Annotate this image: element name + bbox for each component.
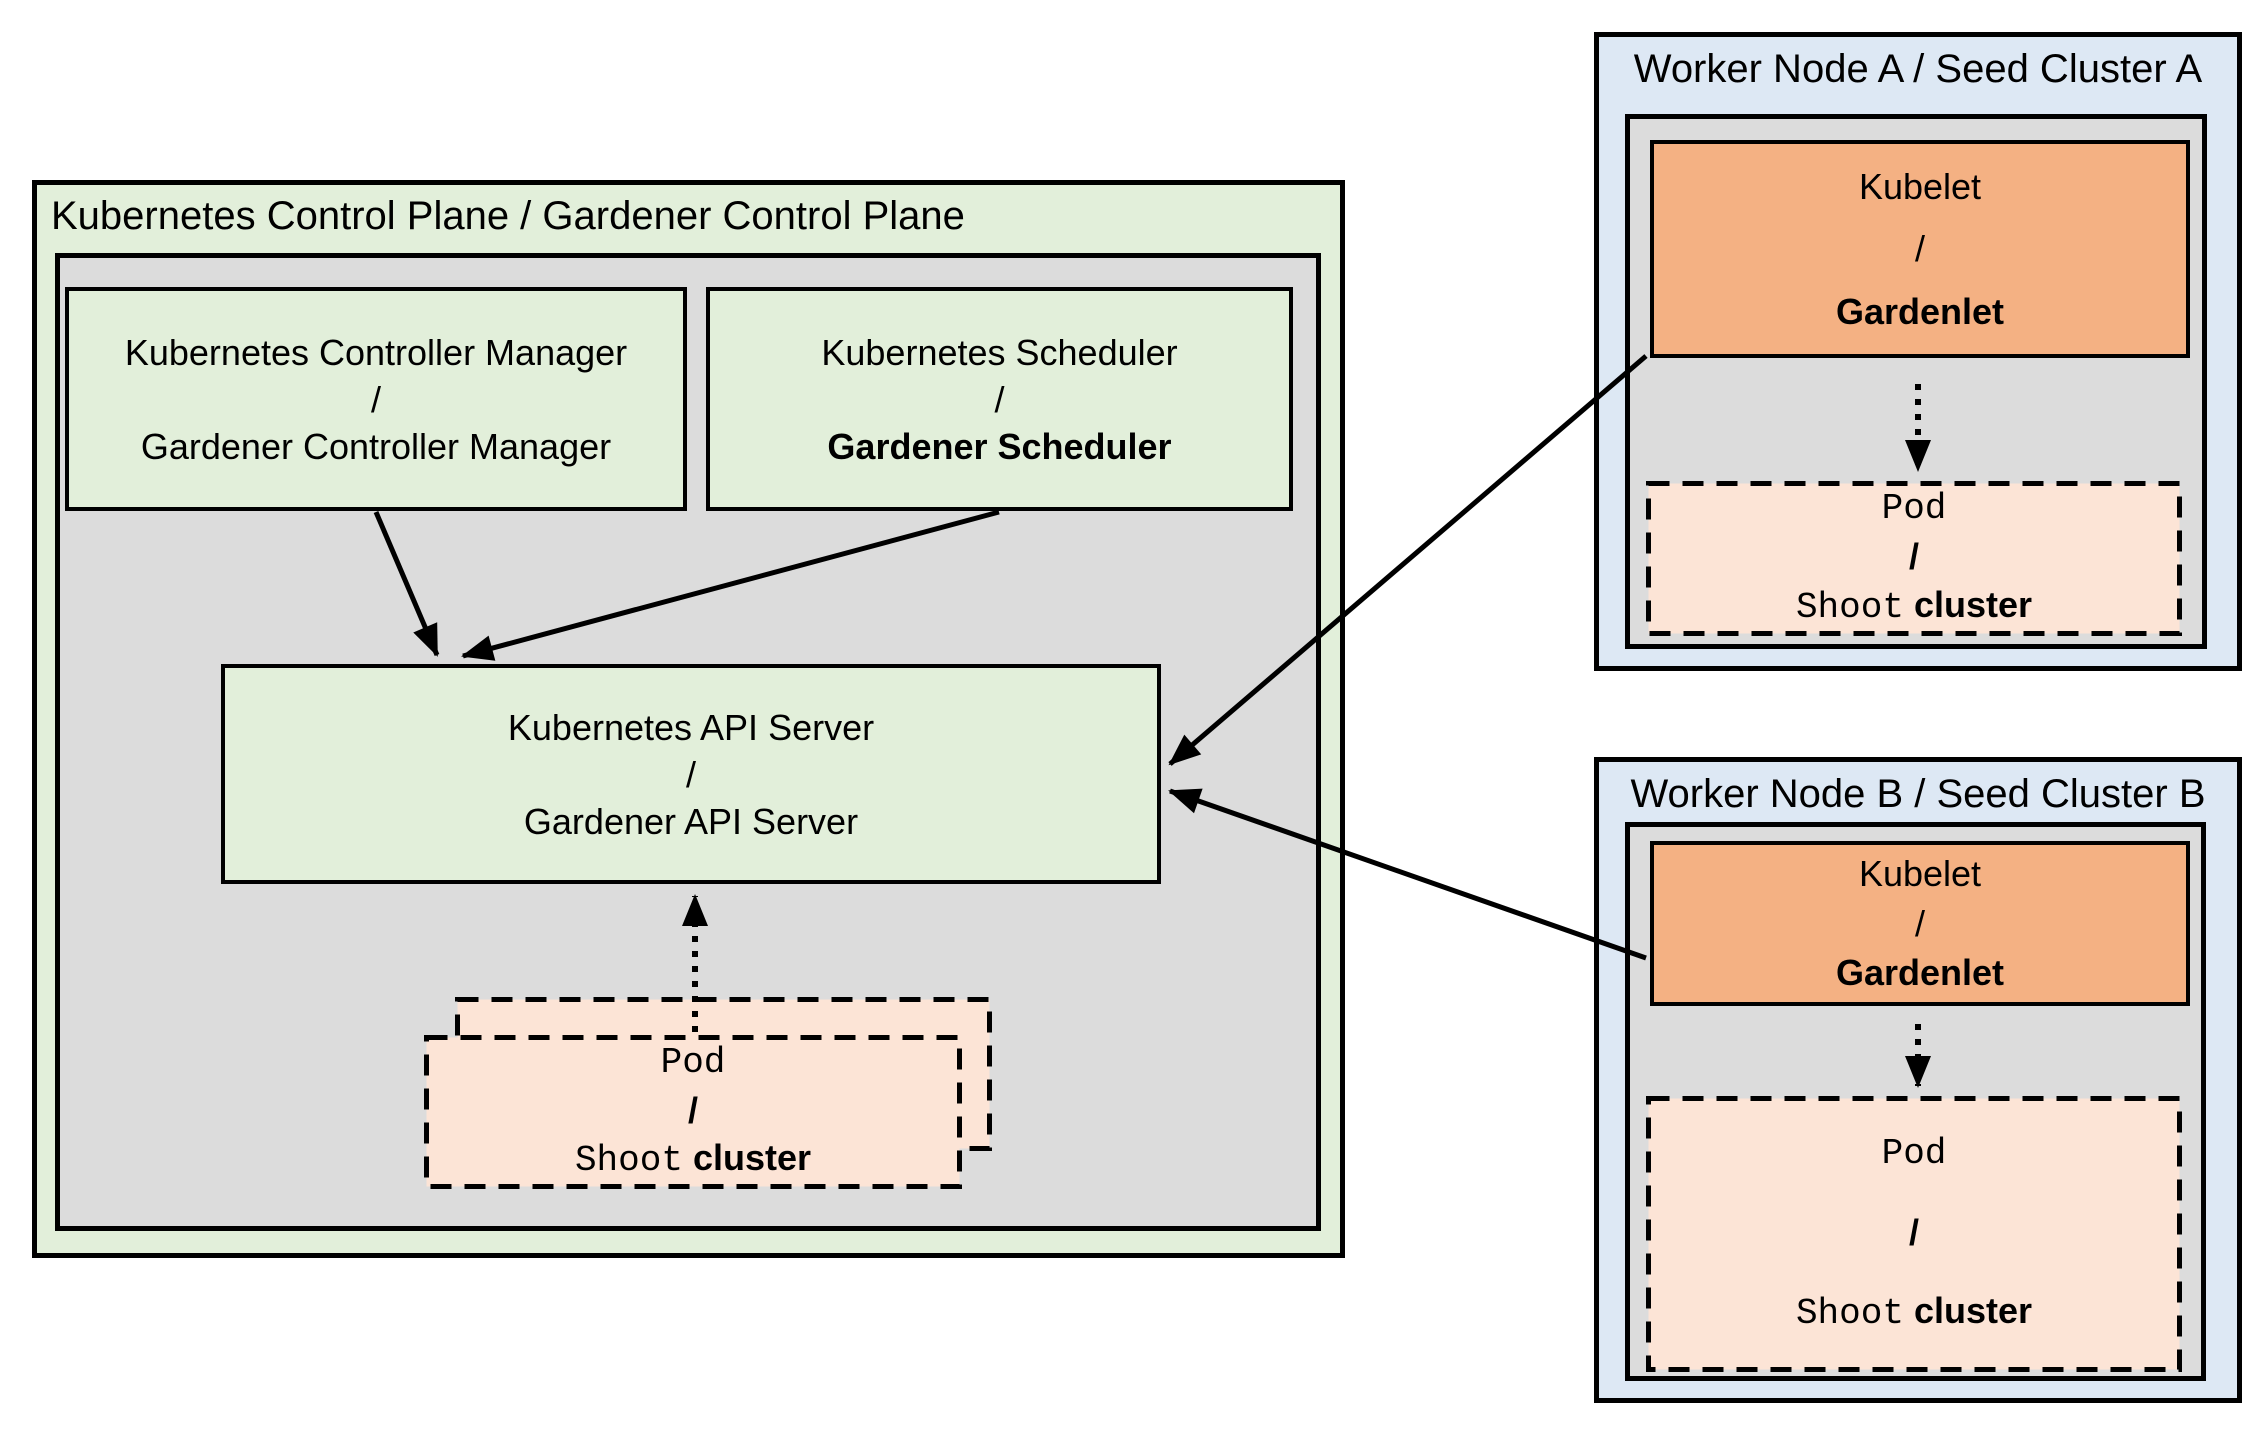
pod-a-border	[1646, 481, 2182, 636]
api-server-line-1: Kubernetes API Server	[507, 706, 875, 748]
kubelet-a-line-1: Kubelet	[1858, 165, 1982, 207]
kubelet-a-label: Kubelet / Gardenlet	[1654, 144, 2186, 354]
pod-stack-line-pod: Pod	[660, 1041, 726, 1083]
scheduler-box: Kubernetes Scheduler / Gardener Schedule…	[706, 287, 1293, 511]
pod-b-label: Pod / Shoot cluster	[1646, 1096, 2182, 1372]
kubelet-a-box: Kubelet / Gardenlet	[1650, 140, 2190, 358]
pod-a-cluster: cluster	[1913, 584, 2033, 625]
pod-b-border	[1646, 1096, 2182, 1372]
scheduler-slash: /	[994, 378, 1005, 420]
scheduler-line-2: Gardener Scheduler	[827, 425, 1172, 467]
kubelet-b-line-2: Gardenlet	[1835, 951, 2005, 993]
kubelet-b-line-1: Kubelet	[1858, 853, 1982, 895]
pod-stack-front-border	[424, 1035, 962, 1189]
kubelet-b-label: Kubelet / Gardenlet	[1654, 845, 2186, 1002]
pod-stack-line-shoot-cluster: Shoot cluster	[575, 1138, 811, 1181]
pod-stack-cluster: cluster	[692, 1137, 812, 1179]
controller-manager-slash: /	[370, 378, 381, 420]
scheduler-label: Kubernetes Scheduler / Gardener Schedule…	[710, 291, 1289, 507]
pod-b-slash: /	[1908, 1211, 1919, 1253]
pod-a-label: Pod / Shoot cluster	[1646, 481, 2182, 636]
pod-a-slash: /	[1908, 536, 1919, 577]
kubelet-a-line-2: Gardenlet	[1835, 290, 2005, 332]
pod-a-line-shoot-cluster: Shoot cluster	[1796, 585, 2032, 628]
pod-stack-slash: /	[687, 1089, 698, 1131]
api-server-line-2: Gardener API Server	[523, 800, 859, 842]
pod-a-line-pod: Pod	[1881, 488, 1947, 529]
pod-b-box: Pod / Shoot cluster	[1646, 1096, 2182, 1372]
pod-b-line-pod: Pod	[1881, 1133, 1947, 1175]
pod-b-line-shoot-cluster: Shoot cluster	[1795, 1289, 2033, 1334]
pod-stack-front-box: Pod / Shoot cluster	[424, 1035, 962, 1189]
pod-a-box: Pod / Shoot cluster	[1646, 481, 2182, 636]
controller-manager-line-2: Gardener Controller Manager	[140, 425, 612, 467]
api-server-label: Kubernetes API Server / Gardener API Ser…	[225, 668, 1157, 880]
pod-a-shoot: Shoot	[1795, 587, 1904, 628]
worker-node-b-title: Worker Node B / Seed Cluster B	[1630, 772, 2206, 816]
controller-manager-line-1: Kubernetes Controller Manager	[124, 331, 628, 373]
pod-b-shoot: Shoot	[1795, 1292, 1904, 1334]
api-server-slash: /	[685, 753, 696, 795]
scheduler-line-1: Kubernetes Scheduler	[821, 331, 1178, 373]
controller-manager-box: Kubernetes Controller Manager / Gardener…	[65, 287, 687, 511]
worker-node-a-title: Worker Node A / Seed Cluster A	[1633, 47, 2203, 91]
control-plane-title: Kubernetes Control Plane / Gardener Cont…	[51, 194, 965, 238]
pod-b-cluster: cluster	[1913, 1289, 2033, 1331]
pod-stack-shoot: Shoot	[574, 1140, 683, 1182]
kubelet-b-box: Kubelet / Gardenlet	[1650, 841, 2190, 1006]
pod-stack-label: Pod / Shoot cluster	[424, 1035, 962, 1189]
kubelet-a-slash: /	[1914, 228, 1925, 269]
controller-manager-label: Kubernetes Controller Manager / Gardener…	[69, 291, 683, 507]
api-server-box: Kubernetes API Server / Gardener API Ser…	[221, 664, 1161, 884]
kubelet-b-slash: /	[1914, 902, 1925, 944]
